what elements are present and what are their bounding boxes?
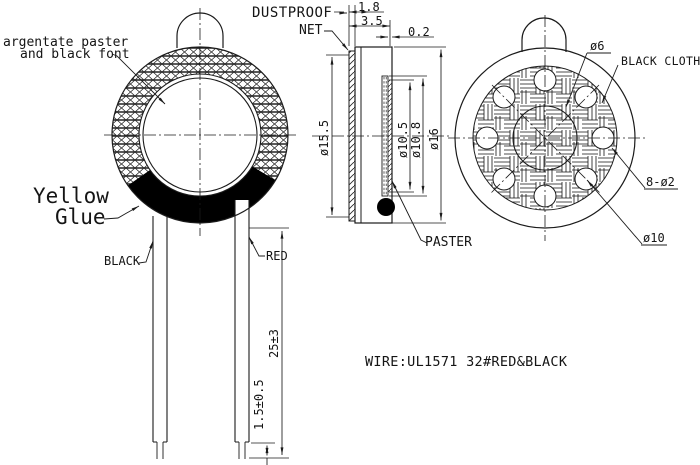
- wire-spec-note: WIRE:UL1571 32#RED&BLACK: [365, 354, 568, 370]
- front-view: [103, 8, 298, 465]
- paster-layer: [388, 80, 392, 192]
- back-leaders: [565, 52, 678, 246]
- dim-wire-length-text: 25±3: [267, 329, 281, 358]
- section-view: [312, 5, 452, 244]
- paster-label: PASTER: [425, 235, 472, 250]
- black-wire-label: BLACK: [104, 254, 141, 268]
- dim-net-diameter-text: ø15.5: [317, 119, 331, 156]
- dim-inner-large: [389, 75, 427, 197]
- dim-strip-length-text: 1.5±0.5: [252, 379, 266, 430]
- dim-strip-length: [251, 442, 275, 465]
- dim-inner-small: [389, 79, 414, 193]
- face-label-line1: argentate paster: [3, 35, 129, 50]
- yellow-glue-arc: [127, 166, 276, 223]
- dim-net-offset-text: 1.8: [358, 0, 380, 14]
- wires: [152, 200, 250, 459]
- glue-label-line1: Yellow: [33, 184, 109, 208]
- dim-vent-holes-text: 8-ø2: [646, 175, 675, 189]
- back-view: [448, 15, 678, 246]
- dim-wire-length: [249, 227, 289, 459]
- dim-center-hole-text: ø6: [590, 39, 605, 53]
- dim-inner-small-text: ø10.5: [396, 121, 410, 158]
- dim-outer-diameter-text: ø16: [427, 128, 441, 150]
- dim-outer-diameter: [372, 46, 446, 224]
- dim-bolt-circle-text: ø10: [643, 231, 665, 245]
- front-leaders: [103, 53, 265, 264]
- dim-paster-thickness-text: 0.2: [408, 25, 430, 39]
- face-label-line2: and black font: [20, 47, 130, 62]
- top-tab-back: [521, 17, 567, 52]
- net-label: NET: [299, 23, 323, 38]
- red-wire-label: RED: [266, 249, 288, 263]
- centerlines-back: [448, 15, 648, 241]
- centerlines-front: [104, 8, 298, 236]
- dim-inner-large-text: ø10.8: [409, 121, 423, 158]
- dim-total-thickness-text: 3.5: [361, 14, 383, 28]
- section-leaders: [324, 11, 428, 244]
- glue-label-line2: Glue: [55, 205, 106, 229]
- black-cloth-label: BLACK CLOTH: [621, 54, 700, 68]
- dim-net-diameter: [326, 54, 349, 218]
- paster-blob: [377, 198, 395, 216]
- dustproof-label: DUSTPROOF: [252, 5, 333, 21]
